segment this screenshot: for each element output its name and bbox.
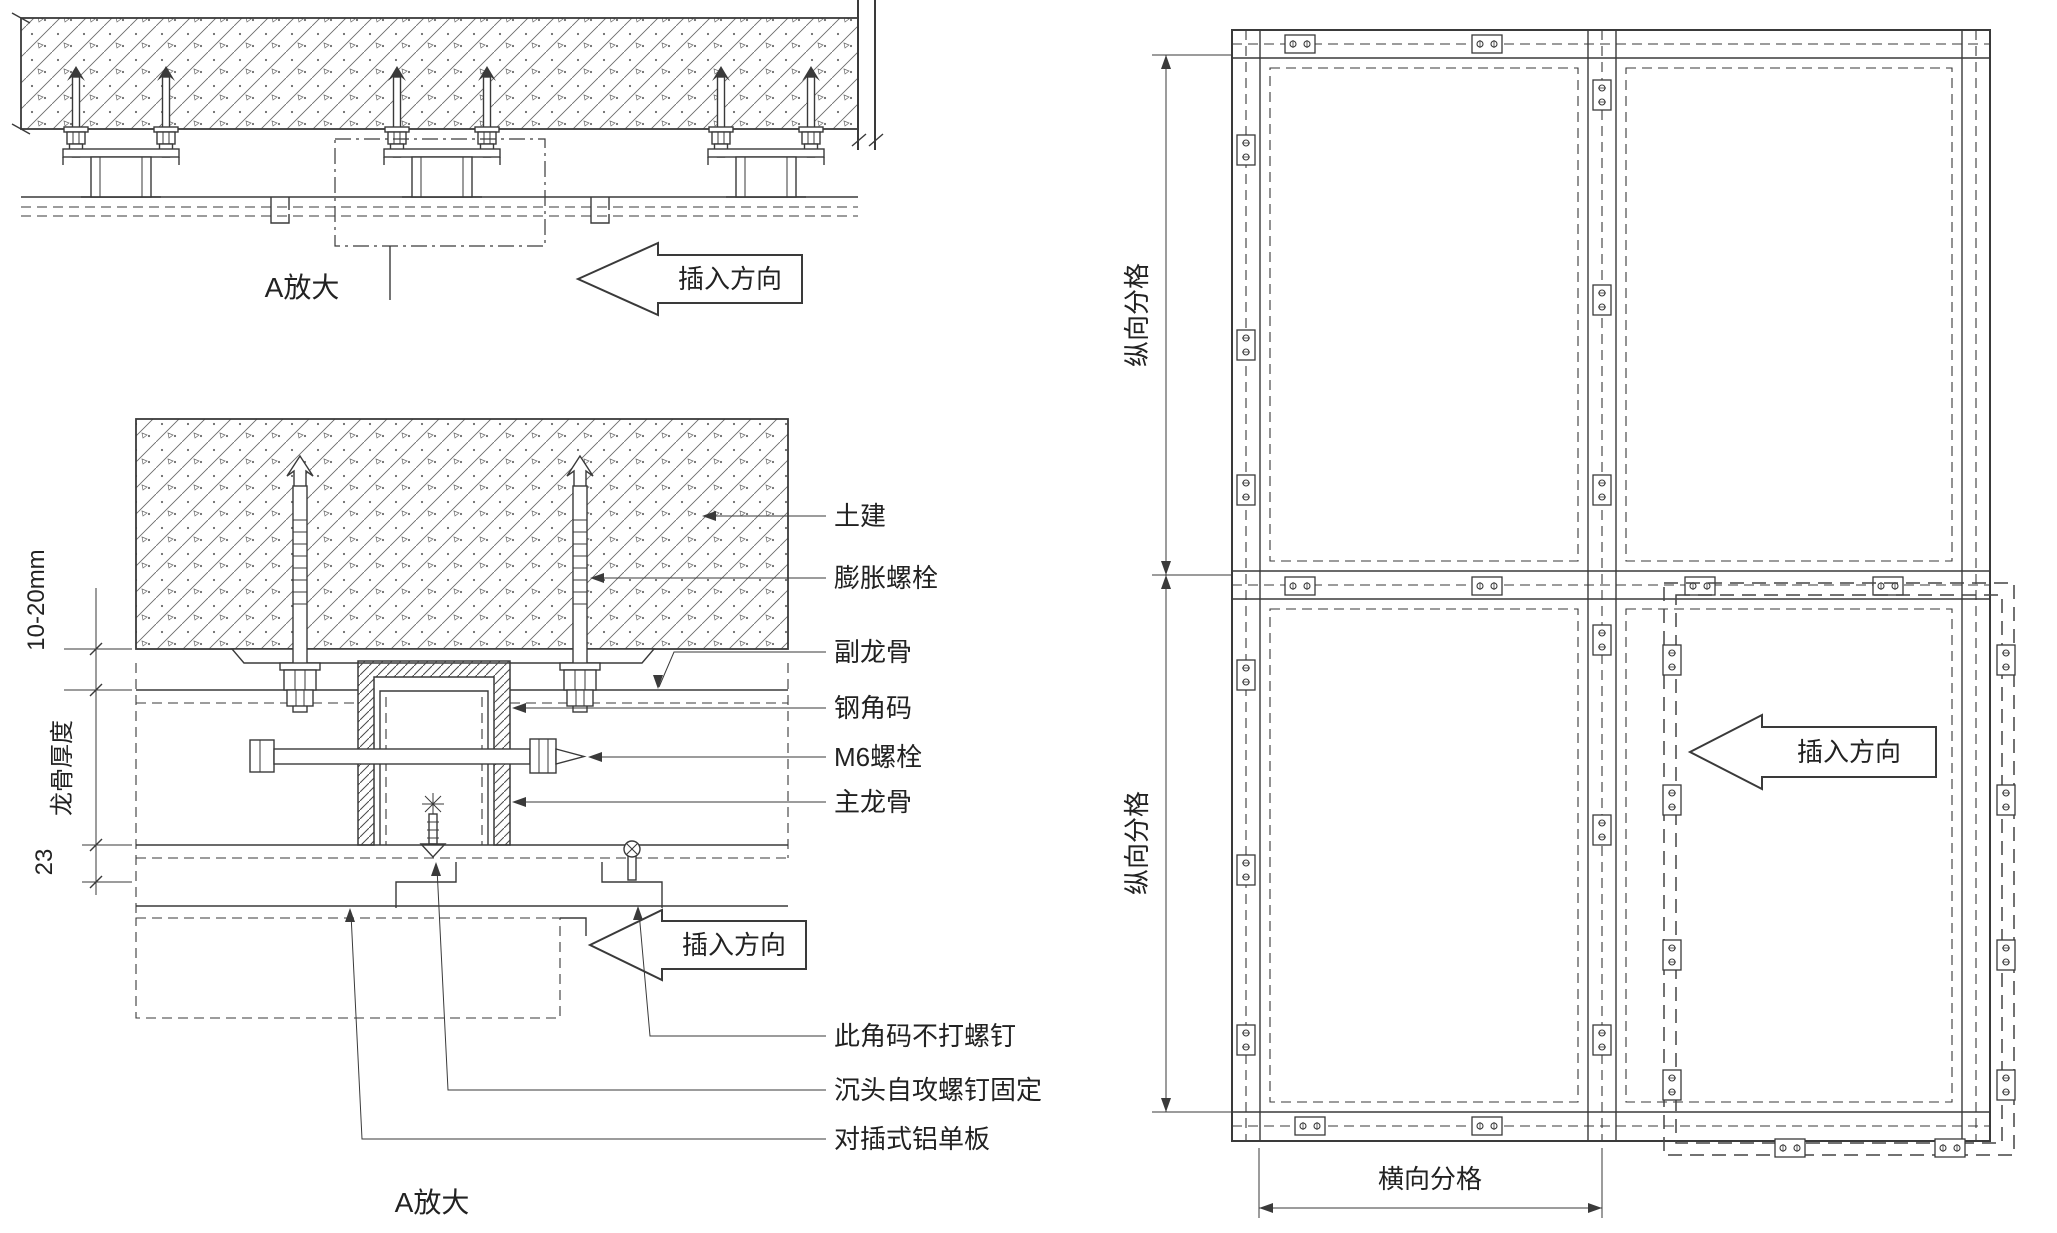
frame-grid [1231, 29, 1991, 1142]
detail-caption: A放大 [395, 1187, 470, 1218]
countersunk-screw [419, 793, 447, 859]
dim-horizontal: 横向分格 [1258, 1148, 1603, 1218]
label-main-keel: 主龙骨 [834, 787, 912, 817]
label-m6-bolt: M6螺栓 [834, 742, 922, 772]
label-civil-structure: 土建 [834, 501, 886, 531]
dim-vertical-top-label: 纵向分格 [1122, 263, 1152, 367]
concrete-slab-detail [135, 418, 789, 650]
dim-vertical: 纵向分格 纵向分格 [1122, 54, 1232, 1113]
dim-horizontal-label: 横向分格 [1378, 1164, 1482, 1194]
dim-vertical-bottom-label: 纵向分格 [1122, 791, 1152, 895]
panel-openings [1269, 67, 1953, 1103]
anchor-plate [230, 648, 656, 664]
dimension-chain-left: 10-20mm 龙骨厚度 23 [23, 549, 132, 895]
sliding-panel-dashed [1662, 582, 2016, 1158]
main-keel-profile [379, 690, 489, 845]
label-angle-no-screw: 此角码不打螺钉 [834, 1021, 1016, 1051]
insert-direction-arrow-elevation: 插入方向 [1687, 713, 1937, 791]
m6-bolt [249, 738, 587, 774]
insert-direction-label-top: 插入方向 [678, 264, 782, 294]
label-steel-angle: 钢角码 [834, 693, 912, 723]
panel-angle-clips [395, 840, 663, 908]
dim-23-label: 23 [31, 849, 58, 876]
label-expansion-bolt: 膨胀螺栓 [834, 563, 938, 593]
insert-direction-label-elevation: 插入方向 [1797, 737, 1901, 767]
elevation-view: 插入方向 纵向分格 纵向分格 横向分格 [1122, 29, 2016, 1218]
dim-keel-thickness-label: 龙骨厚度 [49, 720, 76, 816]
dim-gap-label: 10-20mm [23, 549, 50, 650]
lower-insert-panel [135, 917, 587, 1019]
plan-section-view: A放大 插入方向 [11, 0, 884, 317]
insert-direction-arrow-top: 插入方向 [575, 241, 803, 317]
leader-labels: 土建 膨胀螺栓 副龙骨 钢角码 M6螺栓 主龙骨 此角码不打螺钉 沉头自攻螺钉固… [345, 501, 1042, 1154]
label-plugin-panel: 对插式铝单板 [834, 1124, 990, 1154]
insert-direction-arrow-detail: 插入方向 [587, 908, 807, 982]
label-secondary-keel: 副龙骨 [834, 637, 912, 667]
detail-callout-box [334, 138, 546, 247]
label-countersunk-screw: 沉头自攻螺钉固定 [834, 1075, 1042, 1105]
concrete-slab-section [20, 17, 859, 130]
detail-callout-label: A放大 [265, 272, 340, 303]
insert-direction-label-detail: 插入方向 [682, 930, 786, 960]
detail-view-a: 插入方向 10-20mm 龙骨厚度 23 土建 膨胀螺栓 [23, 418, 1042, 1218]
